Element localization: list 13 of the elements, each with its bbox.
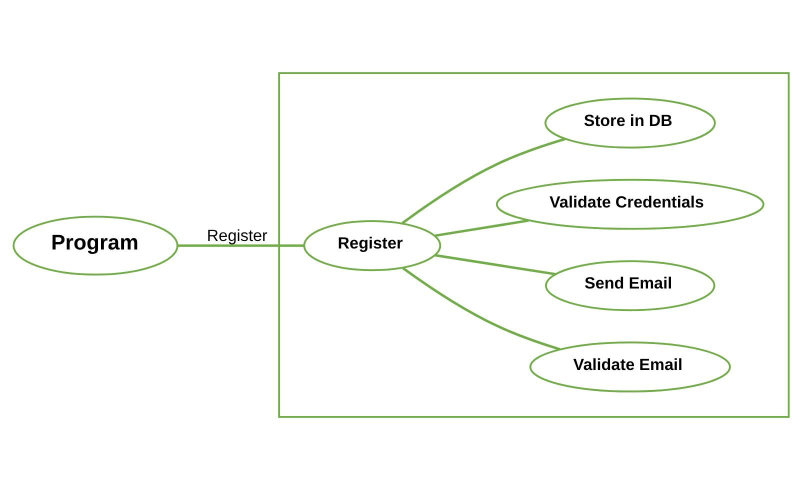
- node-ellipse: Store in DB: [544, 98, 716, 148]
- cluster: [278, 72, 790, 418]
- connector: [402, 267, 560, 351]
- node-ellipse: Validate Credentials: [496, 178, 764, 230]
- edge-label: Register: [206, 227, 268, 246]
- node-ellipse: Program: [12, 216, 178, 276]
- connector: [178, 244, 304, 247]
- connector: [434, 219, 529, 237]
- node-ellipse: Register: [303, 220, 442, 272]
- node-ellipse: Send Email: [544, 260, 716, 312]
- connector: [434, 254, 556, 276]
- node-ellipse: Validate Email: [529, 342, 731, 392]
- connector: [402, 138, 566, 224]
